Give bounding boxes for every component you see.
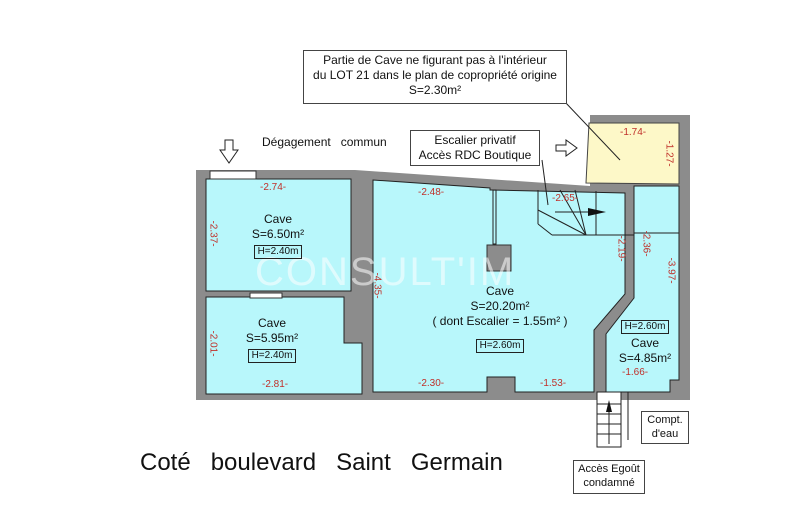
- sewer-access-line-2: condamné: [583, 477, 635, 489]
- dim-cave3-top: -2.48-: [418, 187, 445, 198]
- room-note: ( dont Escalier = 1.55m² ): [432, 314, 568, 328]
- top-note-box: Partie de Cave ne figurant pas à l'intér…: [303, 50, 567, 104]
- pillar: [486, 244, 512, 272]
- top-note-line-3: S=2.30m²: [408, 83, 462, 97]
- dim-cave2-bottom: -2.81-: [262, 379, 289, 390]
- door-opening: [249, 292, 283, 299]
- room-area: S=5.95m²: [245, 331, 299, 345]
- staircase: [537, 159, 634, 236]
- room-area: S=6.50m²: [251, 227, 305, 241]
- watermark: CONSULT'IM: [255, 250, 516, 294]
- top-note-line-2: du LOT 21 dans le plan de copropriété or…: [313, 68, 557, 82]
- dim-cave4-upper: -2.36-: [640, 230, 652, 257]
- stair-note-line-2: Accès RDC Boutique: [418, 148, 532, 162]
- entry-arrow-down: [219, 139, 239, 164]
- room-label-cave-3: Cave S=20.20m² ( dont Escalier = 1.55m² …: [420, 284, 580, 353]
- room-area: S=20.20m²: [470, 299, 530, 313]
- stair-arrow: [588, 208, 606, 216]
- dim-cave4-right: -3.97-: [665, 257, 677, 284]
- door-opening: [209, 170, 257, 180]
- dim-cave3-bottom-left: -2.30-: [418, 378, 445, 389]
- water-meter-line-1: Compt.: [647, 414, 683, 426]
- stair-note-box: Escalier privatif Accès RDC Boutique: [410, 130, 540, 166]
- room-cave-4: [605, 185, 680, 393]
- room-height: H=2.60m: [620, 320, 670, 334]
- room-name: Cave: [263, 212, 292, 226]
- room-name: Cave: [257, 316, 286, 330]
- dim-annex-top: -1.74-: [620, 127, 647, 138]
- room-height: H=2.40m: [253, 245, 303, 259]
- dim-cave2-left: -2.01-: [207, 330, 219, 357]
- sewer-access-line-1: Accès Egoût: [578, 463, 640, 475]
- room-label-cave-1: Cave S=6.50m² H=2.40m: [238, 212, 318, 259]
- room-name: Cave: [630, 336, 659, 350]
- entry-arrow-right: [555, 139, 578, 157]
- top-note-line-1: Partie de Cave ne figurant pas à l'intér…: [323, 53, 547, 67]
- room-height: H=2.60m: [475, 339, 525, 353]
- room-height: H=2.40m: [247, 349, 297, 363]
- dim-annex-right: -1.27-: [663, 140, 675, 167]
- room-name: Cave: [485, 284, 514, 298]
- corridor-label: Dégagement commun: [262, 135, 387, 149]
- room-cave-2: [205, 296, 363, 395]
- water-meter-box: Compt. d'eau: [641, 411, 689, 444]
- dim-stair-top: -2.65-: [552, 193, 579, 204]
- dim-cave3-bottom-right: -1.53-: [540, 378, 567, 389]
- room-label-cave-2: Cave S=5.95m² H=2.40m: [232, 316, 312, 363]
- stair-note-line-1: Escalier privatif: [434, 133, 516, 147]
- annex-room: [585, 122, 680, 185]
- dim-cave1-left: -2.37-: [207, 220, 219, 247]
- dim-cave4-bottom: -1.66-: [622, 367, 649, 378]
- sewer-access-box: Accès Egoût condamné: [573, 460, 645, 494]
- water-meter-line-2: d'eau: [651, 428, 679, 440]
- sewer-arrow: [606, 400, 612, 412]
- street-label: Coté boulevard Saint Germain: [140, 449, 503, 476]
- dim-cave3-left: -4.35-: [371, 272, 383, 299]
- room-label-cave-4: H=2.60m Cave S=4.85m²: [612, 318, 678, 366]
- room-area: S=4.85m²: [618, 351, 672, 365]
- dim-cave1-top: -2.74-: [260, 182, 287, 193]
- room-cave-1: [205, 178, 352, 292]
- dim-stair-right: -2.19-: [615, 235, 627, 262]
- room-cave-3: [372, 179, 626, 393]
